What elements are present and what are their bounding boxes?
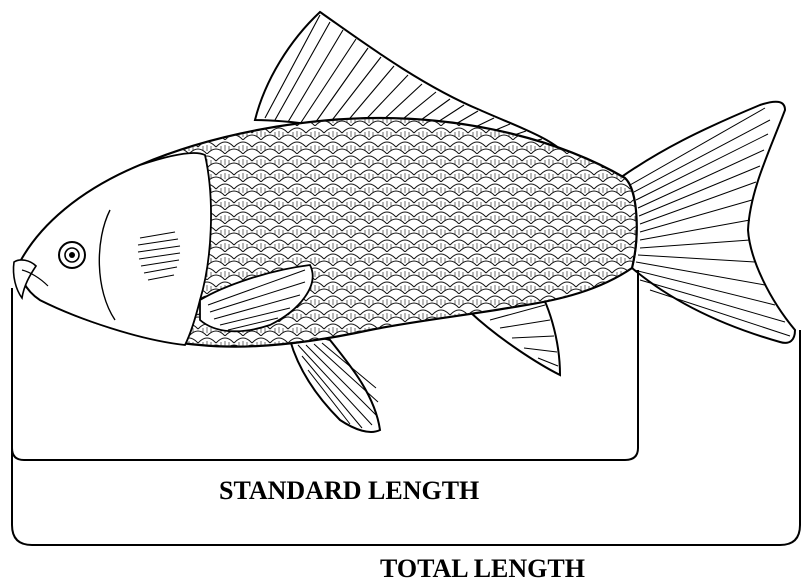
total-length-label: TOTAL LENGTH [380, 556, 585, 582]
pelvic-fin [290, 338, 380, 432]
standard-length-label: STANDARD LENGTH [219, 478, 479, 504]
fish-head [13, 153, 211, 345]
total-length-bracket [12, 330, 800, 545]
caudal-fin [620, 102, 795, 343]
fish-eye [59, 242, 85, 268]
